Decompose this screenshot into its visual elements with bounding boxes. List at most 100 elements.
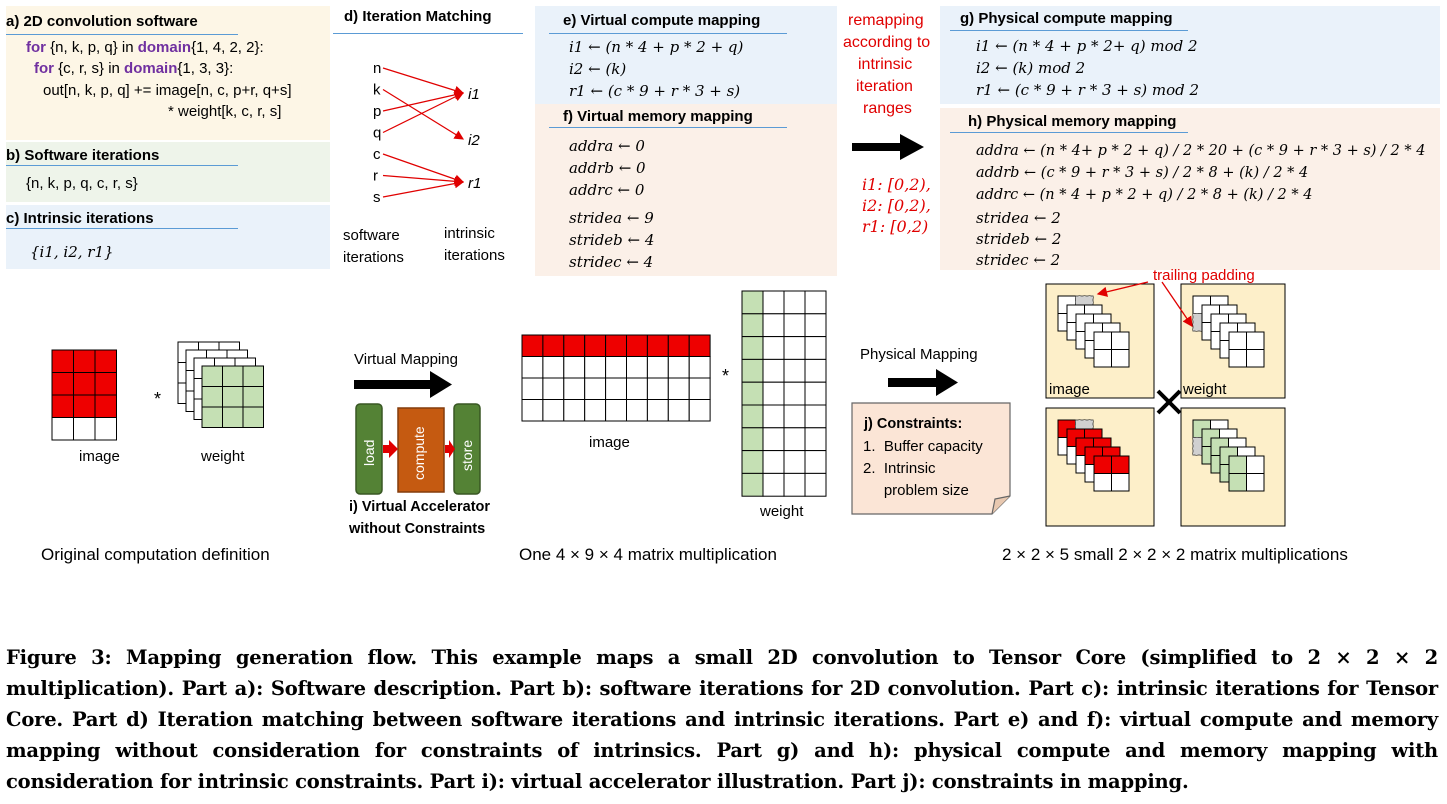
tile-cell [1246,455,1265,474]
virtual-mapping-label: Virtual Mapping [354,351,458,368]
weight-cell [762,313,785,338]
weight-cell [762,290,785,315]
image-cell [94,394,117,418]
panel-c-underline [6,228,238,229]
mid-image-matrix [521,334,711,422]
loop1-vars: {n, k, p, q} in [46,39,138,56]
store-label: store [459,439,475,471]
panel-d-title: d) Iteration Matching [344,8,492,25]
image-cell [563,377,586,400]
image-cell [542,334,565,357]
tile-cell [1246,473,1265,492]
left-image-matrix [51,349,117,441]
image-cell [94,417,117,441]
image-cell [605,356,627,379]
image-cell [521,399,544,422]
load-label: load [361,439,377,466]
physical-memory-line-4: stridea ← 2 [976,209,1061,227]
range-i1: i1: [0,2), [862,175,931,194]
tile-cell [1093,331,1112,350]
weight-cell [741,427,764,452]
trailing-padding-arrows [1096,281,1193,328]
weight-cell [783,336,806,360]
panel-h-underline [950,132,1188,133]
image-cell [73,394,96,418]
weight-cell [242,386,264,408]
weight-cell [242,365,264,387]
weight-cell [762,336,785,360]
weight-cell [762,404,785,429]
image-cell [605,334,627,357]
panel-f-title: f) Virtual memory mapping [563,108,753,125]
mapping-illustration [51,281,1286,527]
weight-cell [804,450,827,474]
virtual-memory-line-3: addrc ← 0 [569,181,645,199]
loop2-vars: {c, r, s} in [54,60,125,77]
weight-cell [783,381,806,406]
stmt-line-1: out[n, k, p, q] += image[n, c, p+r, q+s] [43,82,292,99]
match-arrow [382,67,465,96]
virtual-memory-line-6: stridec ← 4 [569,253,654,271]
weight-cell [741,336,764,360]
remap-text-3: intrinsic [858,56,913,73]
weight-cell [804,313,827,338]
software-iter-q: q [373,125,381,142]
for-keyword: for [26,39,46,56]
weight-cell [741,450,764,474]
constraints-note [851,402,1011,515]
tile-cell [1093,455,1112,474]
image-cell [73,349,96,373]
left-weight-label: weight [201,448,245,465]
match-arrow [382,174,465,187]
image-cell [51,417,74,441]
weight-cell [201,365,223,387]
remap-text-4: iteration [856,78,913,95]
image-cell [667,399,690,422]
image-cell [584,334,607,357]
weight-cell [804,427,827,452]
panel-g-underline [950,30,1188,31]
image-cell [94,349,117,373]
label-intrinsic-2: iterations [444,247,505,264]
image-cell [521,377,544,400]
match-arrow [382,178,465,198]
weight-cell [804,358,827,383]
trailing-padding-label: trailing padding [1153,267,1255,284]
panel-b: b) Software iterations {n, k, p, q, c, r… [6,142,330,202]
caption-left: Original computation definition [41,545,270,564]
image-cell [563,334,586,357]
software-iter-k: k [373,82,381,99]
image-cell [584,399,607,422]
weight-cell [804,404,827,429]
image-cell [626,334,648,357]
physical-compute-line-3: r1 ← (c * 9 + r * 3 + s) mod 2 [976,81,1200,99]
caption-right: 2 × 2 × 5 small 2 × 2 × 2 matrix multipl… [1002,545,1348,564]
image-cell [51,372,74,396]
loop1-dims: {1, 4, 2, 2}: [191,39,264,56]
match-arrow [382,92,465,134]
loop1-line: for {n, k, p, q} in domain{1, 4, 2, 2}: [26,39,264,56]
image-cell [646,377,669,400]
right-weight-label: weight [1183,381,1227,398]
virtual-compute-line-3: r1 ← (c * 9 + r * 3 + s) [569,82,741,100]
image-cell [542,377,565,400]
weight-cell [762,450,785,474]
image-cell [521,334,544,357]
range-i2: i2: [0,2), [862,196,931,215]
panel-a-title: a) 2D convolution software [6,13,198,30]
panel-h-title: h) Physical memory mapping [968,113,1177,130]
weight-cell [783,290,806,315]
match-arrow [382,90,465,112]
panel-g-title: g) Physical compute mapping [960,10,1173,27]
software-iter-c: c [373,146,381,163]
remap-text-5: ranges [863,100,912,117]
image-cell [626,399,648,422]
mid-weight-matrix [741,290,827,497]
software-iter-r: r [373,168,378,185]
loop2-dims: {1, 3, 3}: [177,60,234,77]
constraint-2-cont: problem size [863,482,969,499]
image-cell [688,377,711,400]
image-cell [667,356,690,379]
for-keyword: for [34,60,54,77]
